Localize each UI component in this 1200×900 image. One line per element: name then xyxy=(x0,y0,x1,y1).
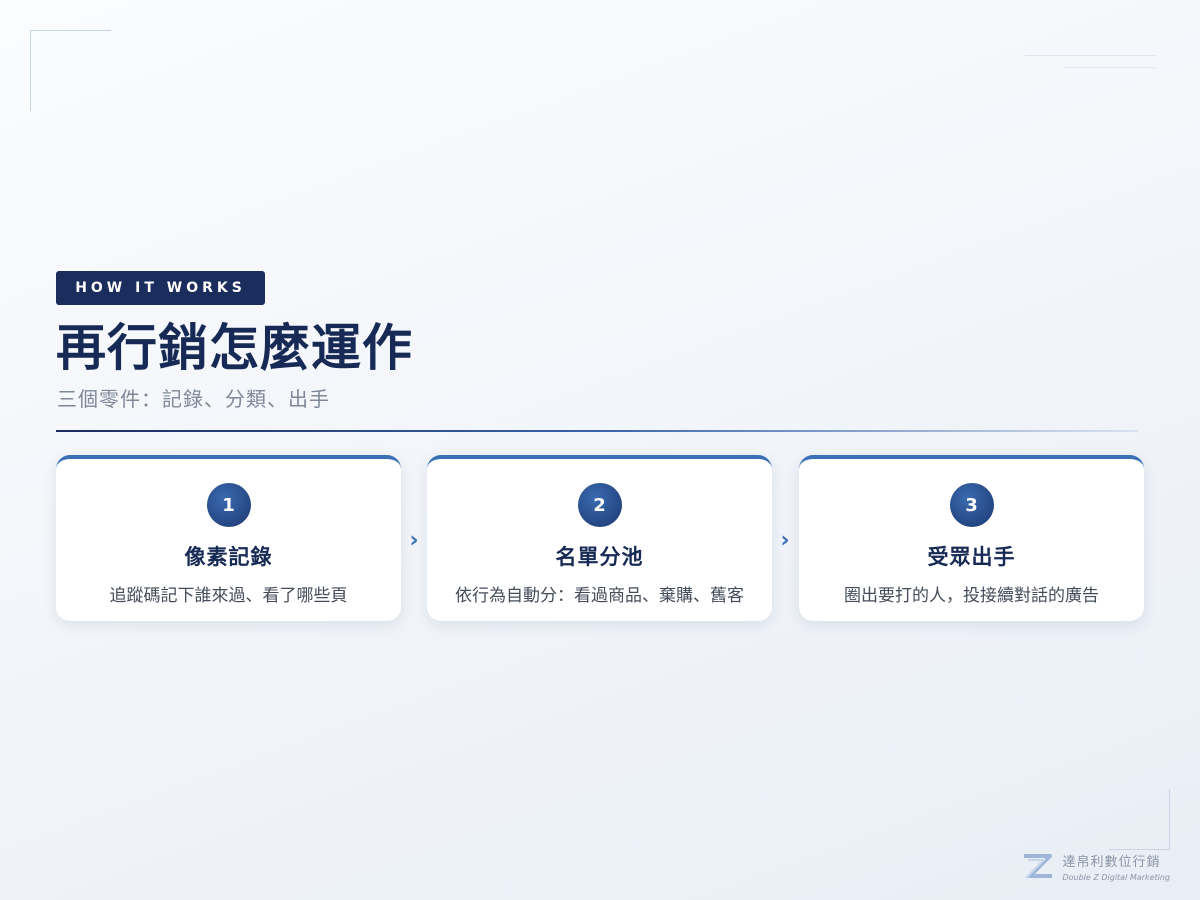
step-title: 名單分池 xyxy=(555,545,644,569)
step-card-3: 3 受眾出手 圈出要打的人，投接續對話的廣告 xyxy=(799,455,1144,621)
divider xyxy=(56,430,1138,432)
section-badge: HOW IT WORKS xyxy=(56,271,265,305)
page-subtitle: 三個零件：記錄、分類、出手 xyxy=(57,387,330,411)
brand-name-cn: 達帛利數位行銷 xyxy=(1062,855,1161,870)
chevron-right-icon: › xyxy=(409,528,419,553)
corner-decoration-bottom-right xyxy=(1109,789,1170,850)
step-card-1: 1 像素記錄 追蹤碼記下誰來過、看了哪些頁 xyxy=(56,455,401,621)
step-description: 圈出要打的人，投接續對話的廣告 xyxy=(844,586,1099,606)
corner-decoration-top-left xyxy=(30,30,111,111)
decorative-line xyxy=(1065,67,1155,68)
step-title: 像素記錄 xyxy=(184,545,273,569)
step-number-badge: 1 xyxy=(206,483,251,527)
brand-logo: 達帛利數位行銷 Double Z Digital Marketing xyxy=(1020,851,1170,882)
page-title: 再行銷怎麼運作 xyxy=(56,318,413,377)
z-logo-icon xyxy=(1024,853,1053,879)
decorative-line xyxy=(1025,55,1155,56)
brand-name-en: Double Z Digital Marketing xyxy=(1062,873,1170,882)
step-title: 受眾出手 xyxy=(927,545,1016,569)
step-number-badge: 2 xyxy=(577,483,622,527)
step-description: 追蹤碼記下誰來過、看了哪些頁 xyxy=(109,586,348,606)
step-description: 依行為自動分：看過商品、棄購、舊客 xyxy=(455,586,744,606)
step-number-badge: 3 xyxy=(949,483,994,527)
chevron-right-icon: › xyxy=(780,528,790,553)
step-card-2: 2 名單分池 依行為自動分：看過商品、棄購、舊客 xyxy=(427,455,772,621)
